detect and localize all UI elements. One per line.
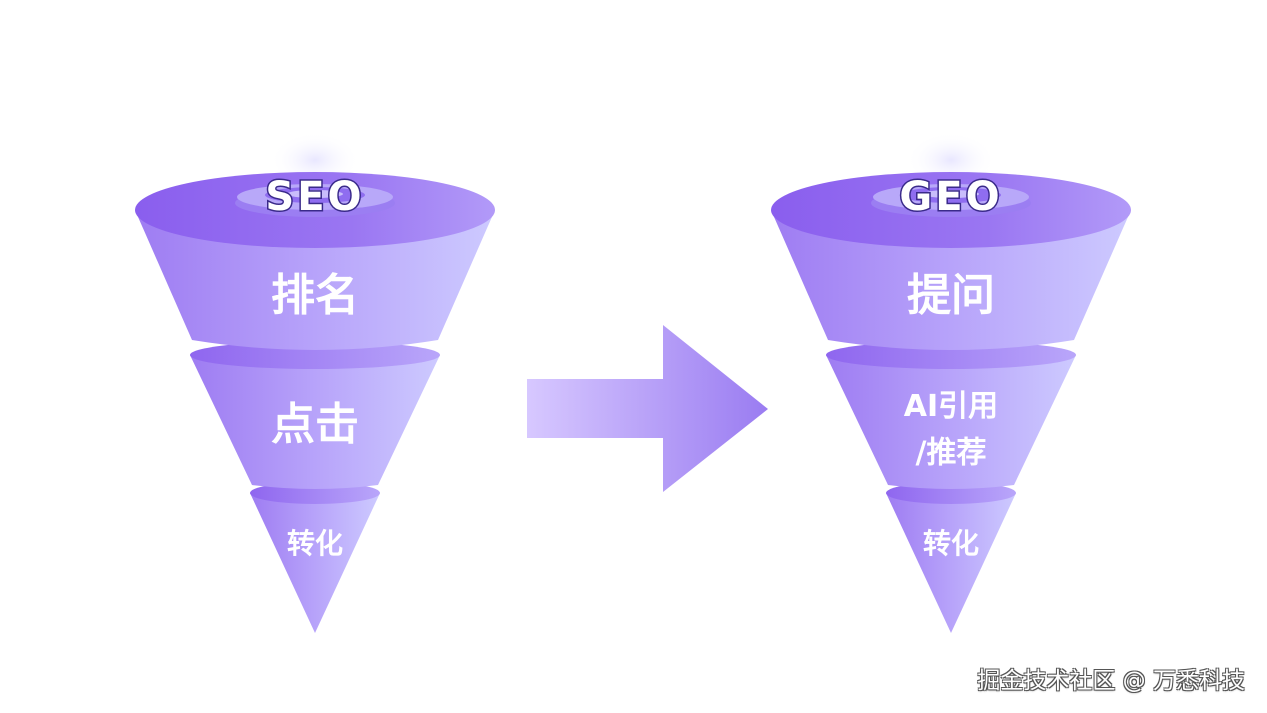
seo-title: SEO [265, 174, 364, 220]
geo-stage-1-label: 提问 [907, 270, 995, 321]
seo-funnel: SEO 排名 点击 转化 [135, 132, 495, 633]
seo-stage-3-shape [250, 493, 380, 633]
seo-stage-1-shape [135, 210, 495, 350]
geo-title: GEO [899, 174, 1002, 220]
watermark-text: 掘金技术社区 @ 万悉科技 [977, 668, 1245, 694]
geo-disc [871, 184, 1031, 217]
seo-stage-2-label: 点击 [271, 399, 359, 450]
seo-stage-2-top [190, 341, 440, 369]
geo-stage-2-label: AI引用/推荐 [904, 388, 998, 470]
geo-stage-3-label: 转化 [923, 527, 979, 560]
seo-stage-2-shape [190, 355, 440, 489]
geo-stage-2-label-line: AI引用 [904, 388, 998, 423]
geo-stage-2-label-line: /推荐 [916, 435, 987, 470]
seo-stage-1-label: 排名 [271, 270, 359, 321]
right-arrow [527, 325, 768, 492]
seo-disc [235, 184, 395, 217]
geo-stage-3-shape [886, 493, 1016, 633]
geo-stage-1-shape [771, 210, 1131, 350]
geo-stage-2-shape [826, 355, 1076, 489]
geo-stage-2-top [826, 341, 1076, 369]
geo-funnel: GEO 提问 AI引用/推荐 转化 [771, 132, 1131, 633]
seo-stage-3-label: 转化 [287, 527, 343, 560]
